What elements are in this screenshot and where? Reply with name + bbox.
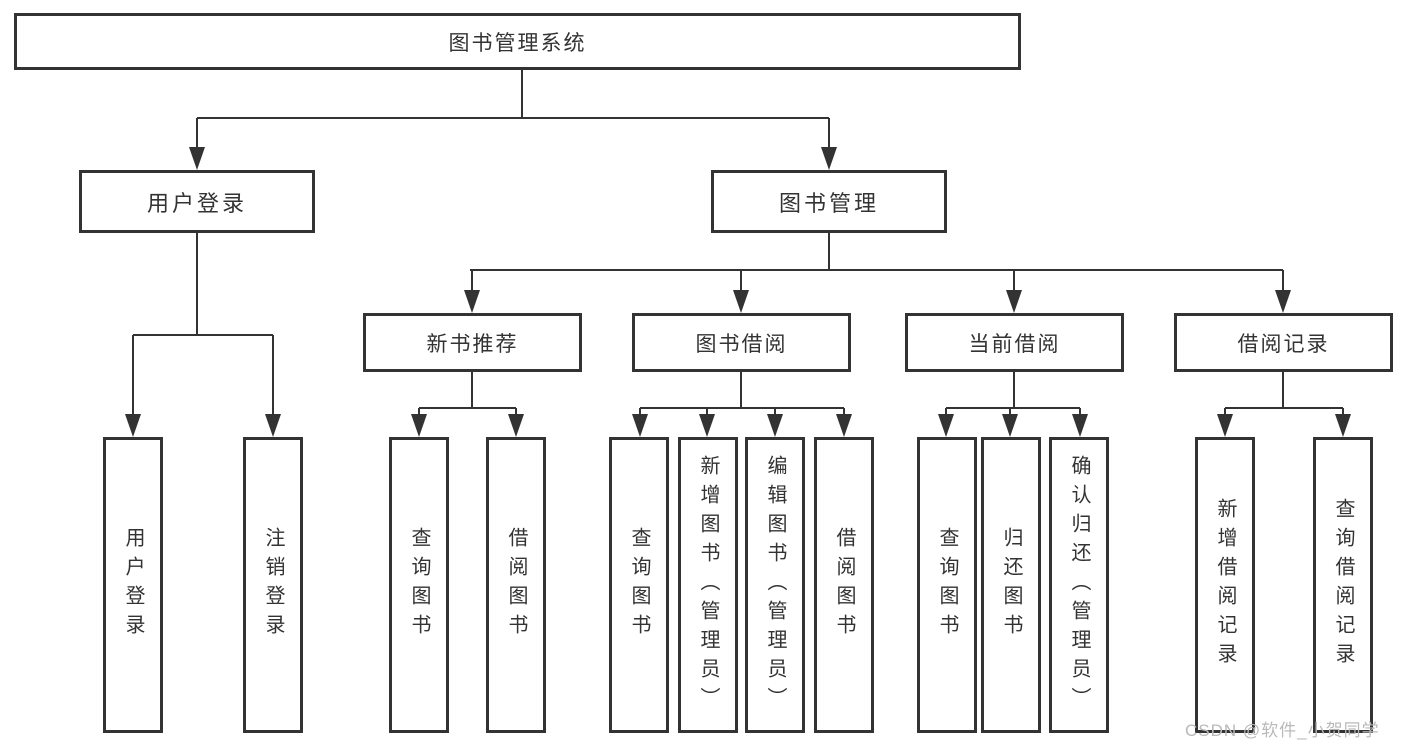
arrowhead [632,414,648,437]
arrowhead [1275,290,1291,313]
arrowhead [733,290,749,313]
arrowhead [1072,414,1088,437]
node-book-management: 图书管理 [711,170,947,233]
arrowhead [411,414,427,437]
arrowhead [1217,414,1233,437]
arrowhead [938,414,954,437]
node-book-borrowing: 图书借阅 [632,313,851,372]
arrowhead [836,414,852,437]
leaf-logout: 注销登录 [243,437,303,733]
leaf-borrow-books-recommend: 借阅图书 [486,437,546,733]
arrowhead [1335,414,1351,437]
leaf-label: 查询图书 [936,527,958,643]
leaf-label: 归还图书 [1000,527,1022,643]
arrowhead [125,414,141,437]
leaf-borrow-books: 借阅图书 [814,437,874,733]
arrowhead [767,414,783,437]
node-current-borrowing: 当前借阅 [905,313,1124,372]
connector-borrow-record-to-leaves [1224,372,1344,429]
arrowhead [1002,414,1018,437]
leaf-user-login: 用户登录 [103,437,163,733]
leaf-label: 借阅图书 [505,527,527,643]
leaf-label: 借阅图书 [833,527,855,643]
leaf-label: 用户登录 [122,527,144,643]
csdn-watermark: CSDN @软件_小贺同学 [1185,721,1380,740]
connector-book-management-to-level3 [470,233,1284,303]
leaf-add-books-admin: 新增图书（管理员） [678,437,738,733]
leaf-return-books: 归还图书 [981,437,1041,733]
leaf-query-borrow-record: 查询借阅记录 [1313,437,1373,733]
connector-root-to-level2 [196,70,830,160]
leaf-label: 注销登录 [262,527,284,643]
arrowhead [265,414,281,437]
arrowhead [189,147,205,170]
leaf-confirm-return-admin: 确认归还（管理员） [1049,437,1109,733]
node-new-book-recommendation: 新书推荐 [363,313,582,372]
leaf-label: 确认归还（管理员） [1068,454,1090,716]
leaf-label: 新增借阅记录 [1214,498,1236,672]
connector-new-book-to-leaves [418,372,517,429]
leaf-label: 编辑图书（管理员） [764,454,786,716]
leaf-query-books-recommend: 查询图书 [389,437,449,733]
leaf-label: 查询图书 [628,527,650,643]
leaf-edit-books-admin: 编辑图书（管理员） [745,437,805,733]
leaf-label: 查询借阅记录 [1332,498,1354,672]
arrowhead [508,414,524,437]
arrowhead [821,147,837,170]
node-borrowing-records: 借阅记录 [1174,313,1393,372]
leaf-add-borrow-record: 新增借阅记录 [1195,437,1255,733]
leaf-query-books-borrow: 查询图书 [609,437,669,733]
leaf-label: 查询图书 [408,527,430,643]
leaf-query-books-current: 查询图书 [917,437,977,733]
node-library-management-system: 图书管理系统 [14,13,1021,70]
node-user-login: 用户登录 [79,170,315,233]
leaf-label: 新增图书（管理员） [697,454,719,716]
arrowhead [1006,290,1022,313]
connector-book-borrow-to-leaves [639,372,845,429]
connector-user-login-to-leaves [132,233,274,427]
arrowhead [464,290,480,313]
arrowhead [699,414,715,437]
